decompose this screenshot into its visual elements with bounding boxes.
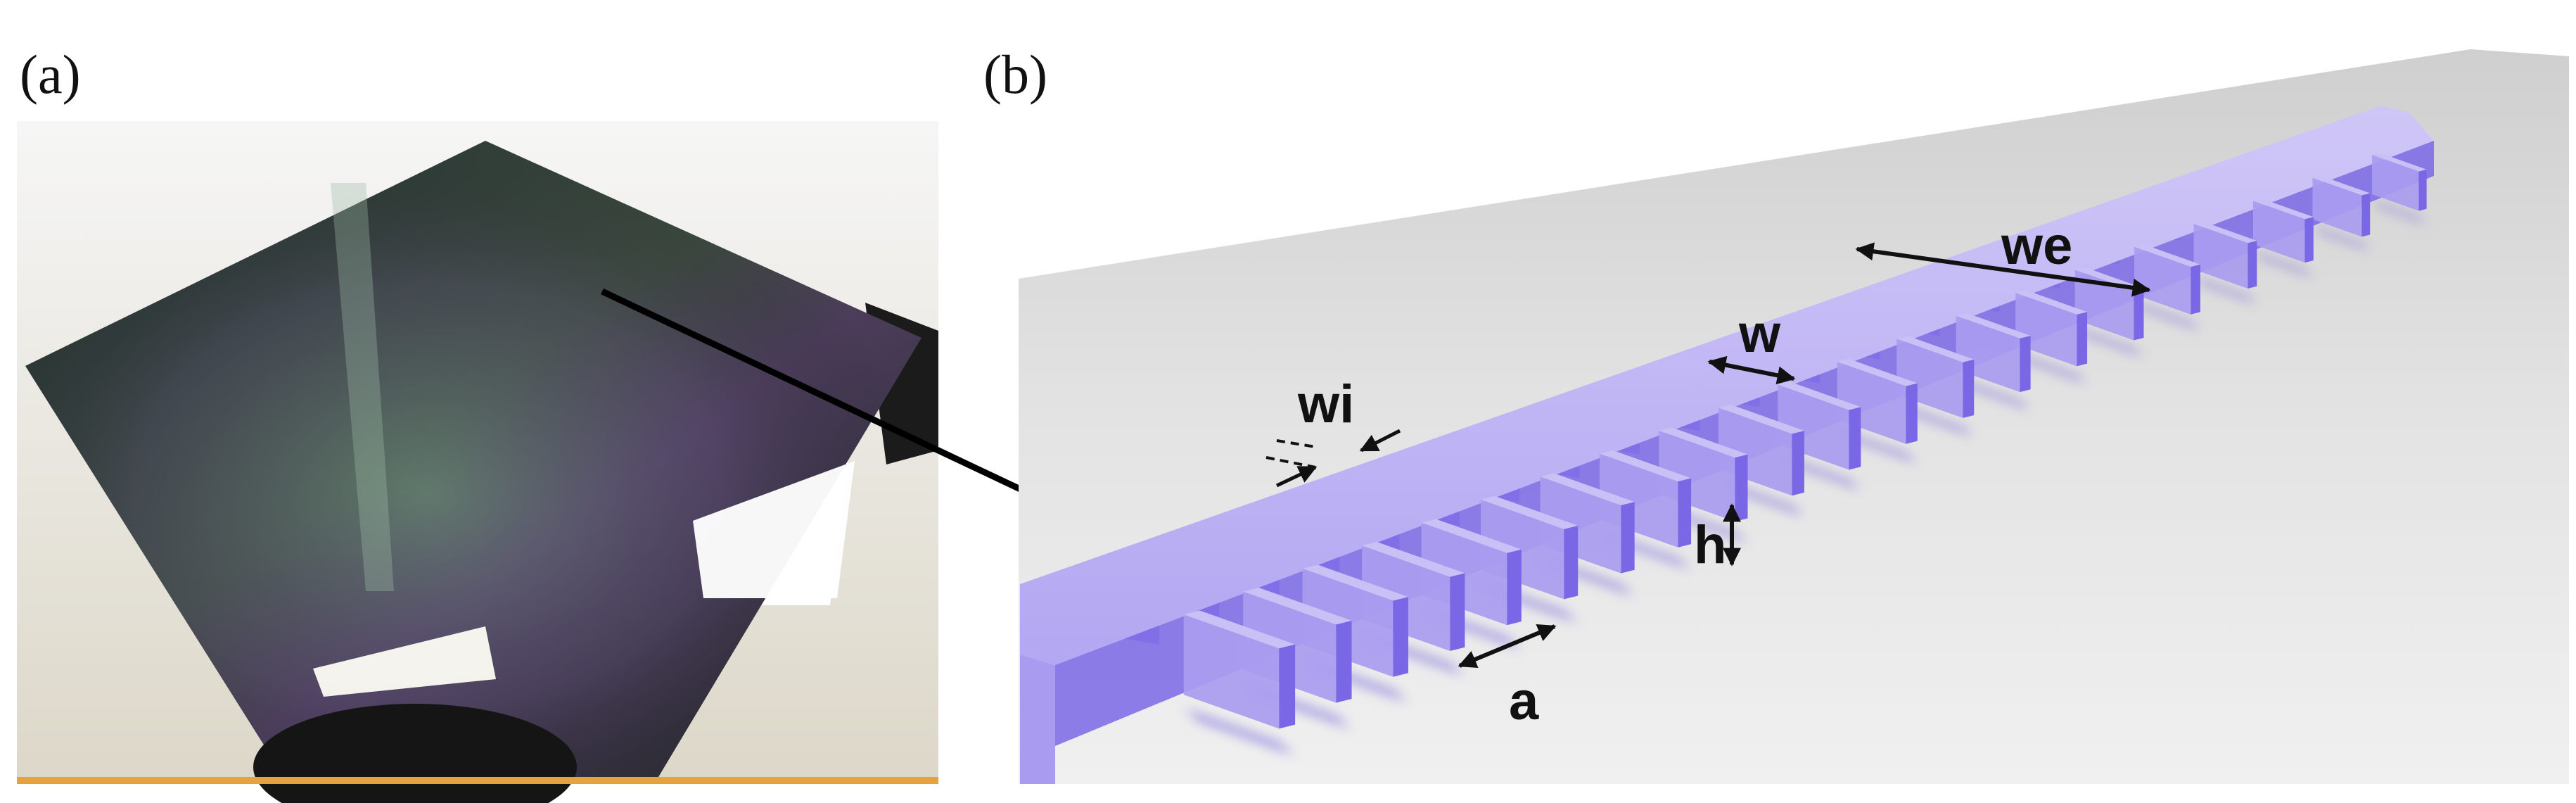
stub-reflection — [2312, 226, 2371, 251]
a-dimension-arrow — [1458, 624, 1557, 669]
stub-reflection — [2074, 327, 2144, 358]
reflection-right-front — [693, 461, 855, 598]
stub-front-top — [1421, 519, 1522, 553]
stub-front-end — [1963, 359, 1975, 418]
glare-streak — [331, 183, 394, 591]
stub-reflection — [2252, 251, 2314, 277]
stub-front-top — [1540, 473, 1635, 505]
stub-reflection — [2134, 302, 2200, 331]
stub-front-end — [2020, 335, 2031, 393]
stub-front-top — [1718, 404, 1804, 434]
reflection-bottom-front — [313, 626, 496, 697]
stub-front-end — [1450, 573, 1465, 651]
arrow-right-icon — [601, 288, 1073, 516]
stub-front-end — [2361, 193, 2371, 237]
stub-front-top — [1896, 336, 1975, 362]
a-label: a — [1509, 671, 1539, 731]
stub-front-end — [2077, 312, 2088, 367]
stub-front-end — [1507, 549, 1522, 626]
stub-front-side — [1183, 614, 1280, 729]
stub-front-top — [2371, 153, 2427, 172]
stub-front-side — [2312, 177, 2362, 237]
we-label: we — [2001, 216, 2072, 276]
h-label: h — [1694, 515, 1726, 575]
stub-front-top — [1302, 564, 1408, 601]
stub-front-top — [1599, 450, 1692, 482]
stub-reflection — [2371, 201, 2427, 225]
wafer-sheen — [25, 141, 922, 784]
panel-a: (a) — [17, 44, 1073, 803]
stub-front-end — [1393, 597, 1408, 677]
stub-front-side — [2015, 292, 2077, 367]
stub-front-top — [1362, 541, 1465, 577]
stub-front-end — [1735, 454, 1748, 522]
stub-front-end — [2418, 169, 2427, 211]
w-label: w — [1738, 304, 1781, 364]
w-dimension-arrow — [1707, 355, 1796, 385]
stub-front-end — [1621, 502, 1635, 574]
stub-front-end — [2247, 241, 2257, 289]
wi-label: wi — [1297, 374, 1354, 434]
stub-front-end — [1279, 644, 1296, 729]
stub-front-side — [2193, 223, 2248, 289]
stub-front-end — [2191, 264, 2200, 315]
dimension-annotations: we w wi h a — [1265, 216, 2151, 731]
stub-front-top — [1183, 610, 1296, 649]
panel-b-label: (b) — [983, 44, 1047, 105]
wi-arrow-left — [1275, 465, 1318, 488]
stub-front-end — [1678, 478, 1692, 548]
stub-front-end — [1336, 620, 1352, 703]
panel-b: (b) we w wi h a — [983, 44, 2569, 784]
stub-front-end — [1906, 383, 1918, 444]
stub-reflection — [2015, 353, 2088, 384]
wi-dashed-line-bottom — [1265, 456, 1316, 469]
stub-front-side — [2252, 201, 2305, 263]
stub-reflection — [2193, 277, 2257, 304]
stub-front-top — [1778, 381, 1861, 410]
stub-front-top — [2193, 221, 2257, 244]
wafer-photo — [17, 121, 938, 803]
panel-a-label: (a) — [20, 44, 81, 105]
stub-front-top — [1659, 427, 1748, 458]
stub-front-side — [2371, 155, 2419, 211]
stub-front-top — [2252, 198, 2314, 220]
stub-front-top — [1243, 587, 1352, 625]
stub-front-end — [2304, 217, 2314, 263]
stub-front-end — [1792, 430, 1804, 496]
stub-front-top — [2312, 175, 2371, 196]
stub-front-top — [1481, 495, 1579, 529]
stub-reflection — [1956, 378, 2031, 410]
stub-front-end — [1849, 407, 1861, 470]
stub-front-top — [1956, 312, 2031, 339]
stub-front-end — [2134, 288, 2144, 341]
stub-front-end — [1564, 525, 1579, 600]
wi-dashed-line-top — [1276, 439, 1316, 448]
bus-waveguide-end — [1020, 655, 1055, 784]
wi-arrow-right — [1359, 429, 1401, 453]
we-dimension-arrow — [1855, 242, 2151, 297]
stub-reflection — [1183, 708, 1296, 756]
stub-front-top — [1837, 358, 1918, 386]
photo-bottom-edge — [17, 777, 938, 784]
